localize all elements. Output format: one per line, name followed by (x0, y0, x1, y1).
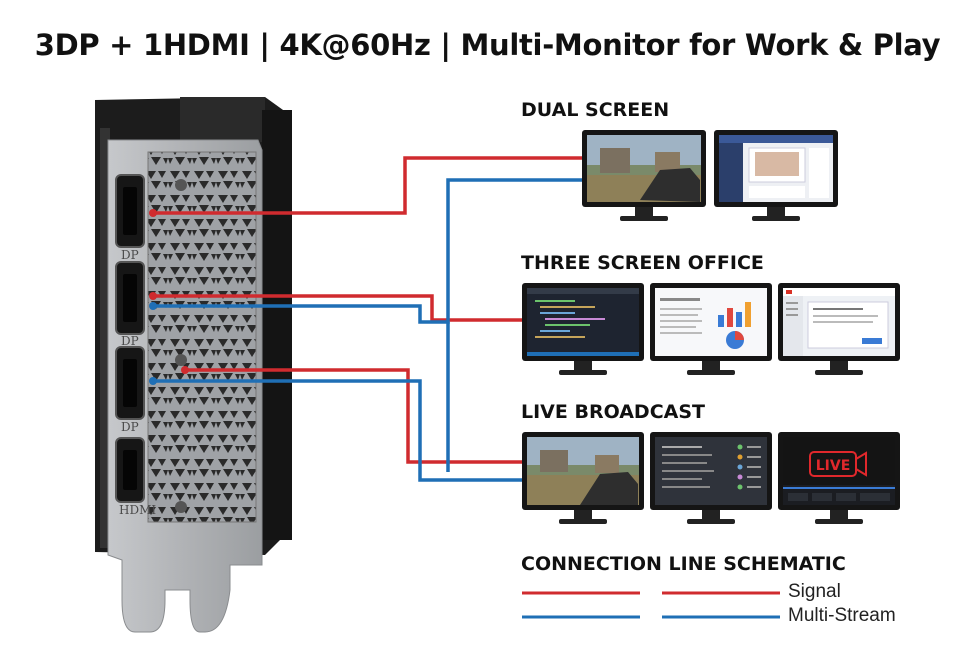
monitor-dual-social (714, 130, 838, 221)
legend-title: CONNECTION LINE SCHEMATIC (521, 553, 846, 575)
monitor-office-charts (650, 283, 772, 375)
monitor-office-code (522, 283, 644, 375)
dp-port-1 (115, 174, 145, 248)
port-label-dp-2: DP (121, 334, 139, 348)
signal-lines (153, 156, 585, 464)
dp-port-2 (115, 261, 145, 335)
page-title: 3DP + 1HDMI | 4K@60Hz | Multi-Monitor fo… (34, 28, 941, 62)
section-title-dual-screen: DUAL SCREEN (521, 99, 670, 121)
port-label-hdmi: HDMI (119, 503, 157, 517)
port-label-dp-1: DP (121, 248, 139, 262)
monitor-live-chat (650, 432, 772, 524)
port-label-dp-3: DP (121, 420, 139, 434)
monitor-office-email (778, 283, 900, 375)
live-badge: LIVE (816, 458, 851, 474)
multistream-lines (153, 178, 585, 482)
hdmi-port (115, 437, 145, 503)
monitor-dual-game (582, 130, 706, 221)
section-title-three-screen-office: THREE SCREEN OFFICE (521, 252, 764, 274)
dp-port-3 (115, 346, 145, 420)
section-title-live-broadcast: LIVE BROADCAST (521, 401, 705, 423)
monitor-live-stream: LIVE (778, 432, 900, 524)
connection-dots (149, 209, 189, 385)
legend-label-signal: Signal (788, 581, 841, 602)
legend-lines (522, 591, 780, 619)
legend-label-multi-stream: Multi-Stream (788, 605, 896, 626)
monitor-live-game (522, 432, 644, 524)
